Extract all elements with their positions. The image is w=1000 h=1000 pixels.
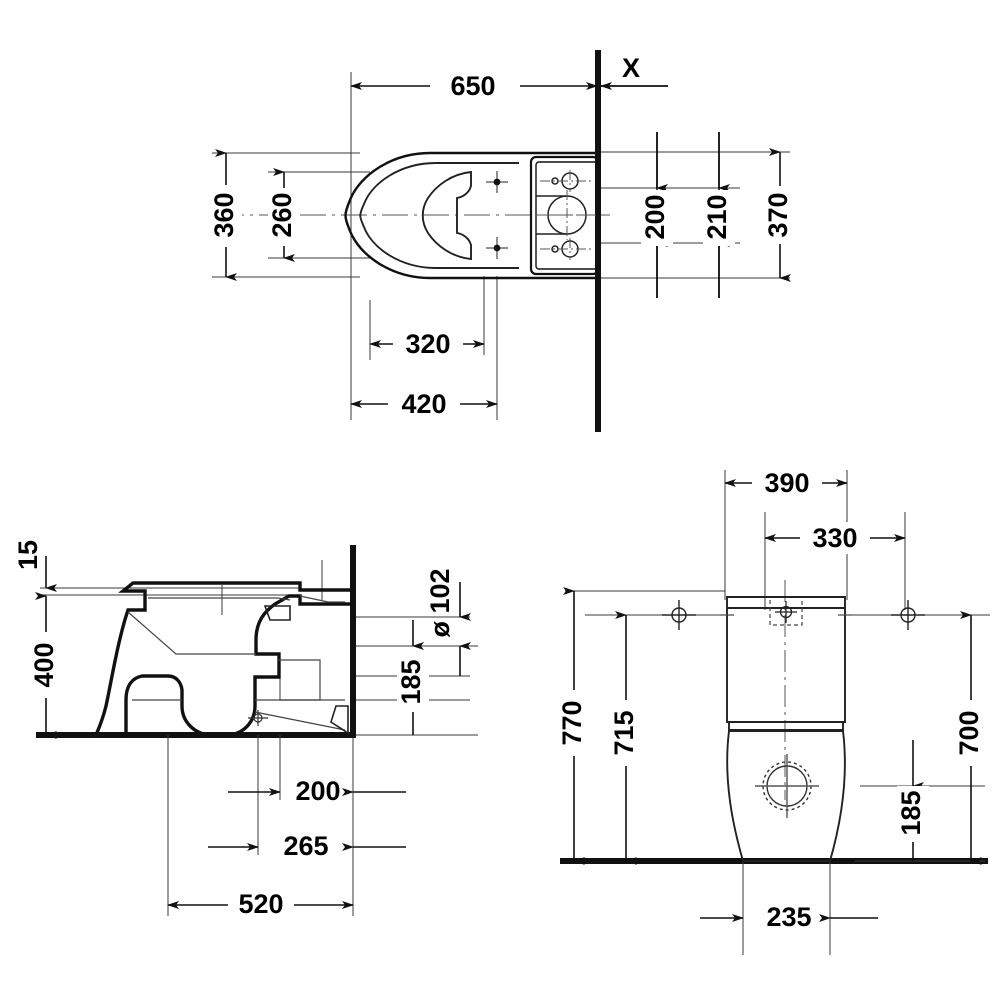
side-toilet-profile: [93, 581, 355, 737]
side-dim-200: 200: [228, 776, 406, 806]
plan-toilet-outline: [344, 151, 600, 280]
front-dim-235-label: 235: [766, 902, 811, 932]
front-dim-330: 330: [764, 522, 906, 554]
front-dim-700: 700: [954, 611, 987, 865]
side-profile-details: [127, 595, 346, 731]
front-dim-330-label: 330: [812, 523, 857, 553]
plan-dim-260: 260: [267, 168, 300, 262]
side-dim-d102-label: ø 102: [425, 568, 455, 637]
front-dim-390: 390: [724, 467, 848, 499]
plan-dim-200: 200: [640, 132, 673, 298]
plan-dim-210: 210: [702, 132, 735, 298]
front-dim-390-label: 390: [764, 468, 809, 498]
plan-view: 650 X 360 260 200: [209, 50, 796, 432]
side-outlet-centre-mark: [248, 710, 268, 726]
side-dim-265-label: 265: [283, 831, 328, 861]
side-dim-15: 15: [13, 540, 57, 592]
front-dim-185: 185: [896, 740, 929, 861]
side-dim-520: 520: [167, 889, 354, 921]
plan-seat-inner-outline: [359, 162, 519, 269]
side-dim-d102: ø 102: [425, 568, 471, 676]
front-pedestal-outline: [726, 730, 846, 862]
plan-dim-200-label: 200: [640, 194, 670, 239]
plan-dim-420: 420: [350, 388, 498, 420]
side-dim-400-label: 400: [29, 642, 59, 687]
plan-dim-650: 650: [350, 70, 598, 102]
front-flush-button-mark: [775, 601, 797, 623]
plan-dim-370: 370: [763, 148, 796, 282]
front-dim-770: 770: [557, 587, 590, 865]
front-dim-235: 235: [700, 902, 878, 932]
plan-dim-650-label: 650: [450, 71, 495, 101]
front-fixing-hole-right: [891, 600, 925, 630]
front-dim-715: 715: [609, 611, 642, 865]
plan-dim-x: X: [600, 53, 668, 90]
front-dim-715-label: 715: [609, 710, 639, 755]
plan-dim-360-label: 360: [209, 192, 239, 237]
side-dim-15-label: 15: [13, 540, 43, 570]
plan-dim-360: 360: [209, 149, 242, 281]
side-dim-265: 265: [208, 831, 406, 861]
side-profile-detail-boxes: [263, 605, 349, 735]
side-dim-185-label: 185: [396, 659, 426, 704]
front-dim-700-label: 700: [954, 710, 984, 755]
front-outlet-circle: [755, 754, 819, 818]
plan-dim-210-label: 210: [702, 194, 732, 239]
plan-cistern-holes: [536, 170, 596, 260]
plan-dim-x-label: X: [622, 53, 640, 83]
front-elevation-view: 390 330 770 715 700: [557, 467, 990, 955]
side-dim-400: 400: [29, 592, 62, 739]
plan-dim-420-label: 420: [401, 389, 446, 419]
plan-fixing-marks: [485, 170, 509, 260]
front-dim-185-label: 185: [896, 790, 926, 835]
plan-dim-370-label: 370: [763, 192, 793, 237]
plan-seat-opening: [421, 170, 472, 261]
side-dim-520-label: 520: [238, 889, 283, 919]
side-dim-200-label: 200: [295, 776, 340, 806]
front-fixing-hole-left: [662, 600, 696, 630]
plan-dim-320: 320: [369, 300, 485, 360]
side-elevation-view: 15 400 ø 102 185 200: [13, 540, 478, 921]
plan-cistern-outline: [529, 155, 600, 276]
front-dim-770-label: 770: [557, 700, 587, 745]
side-dim-185: 185: [396, 620, 429, 735]
plan-dim-260-label: 260: [267, 192, 297, 237]
plan-dim-320-label: 320: [405, 329, 450, 359]
